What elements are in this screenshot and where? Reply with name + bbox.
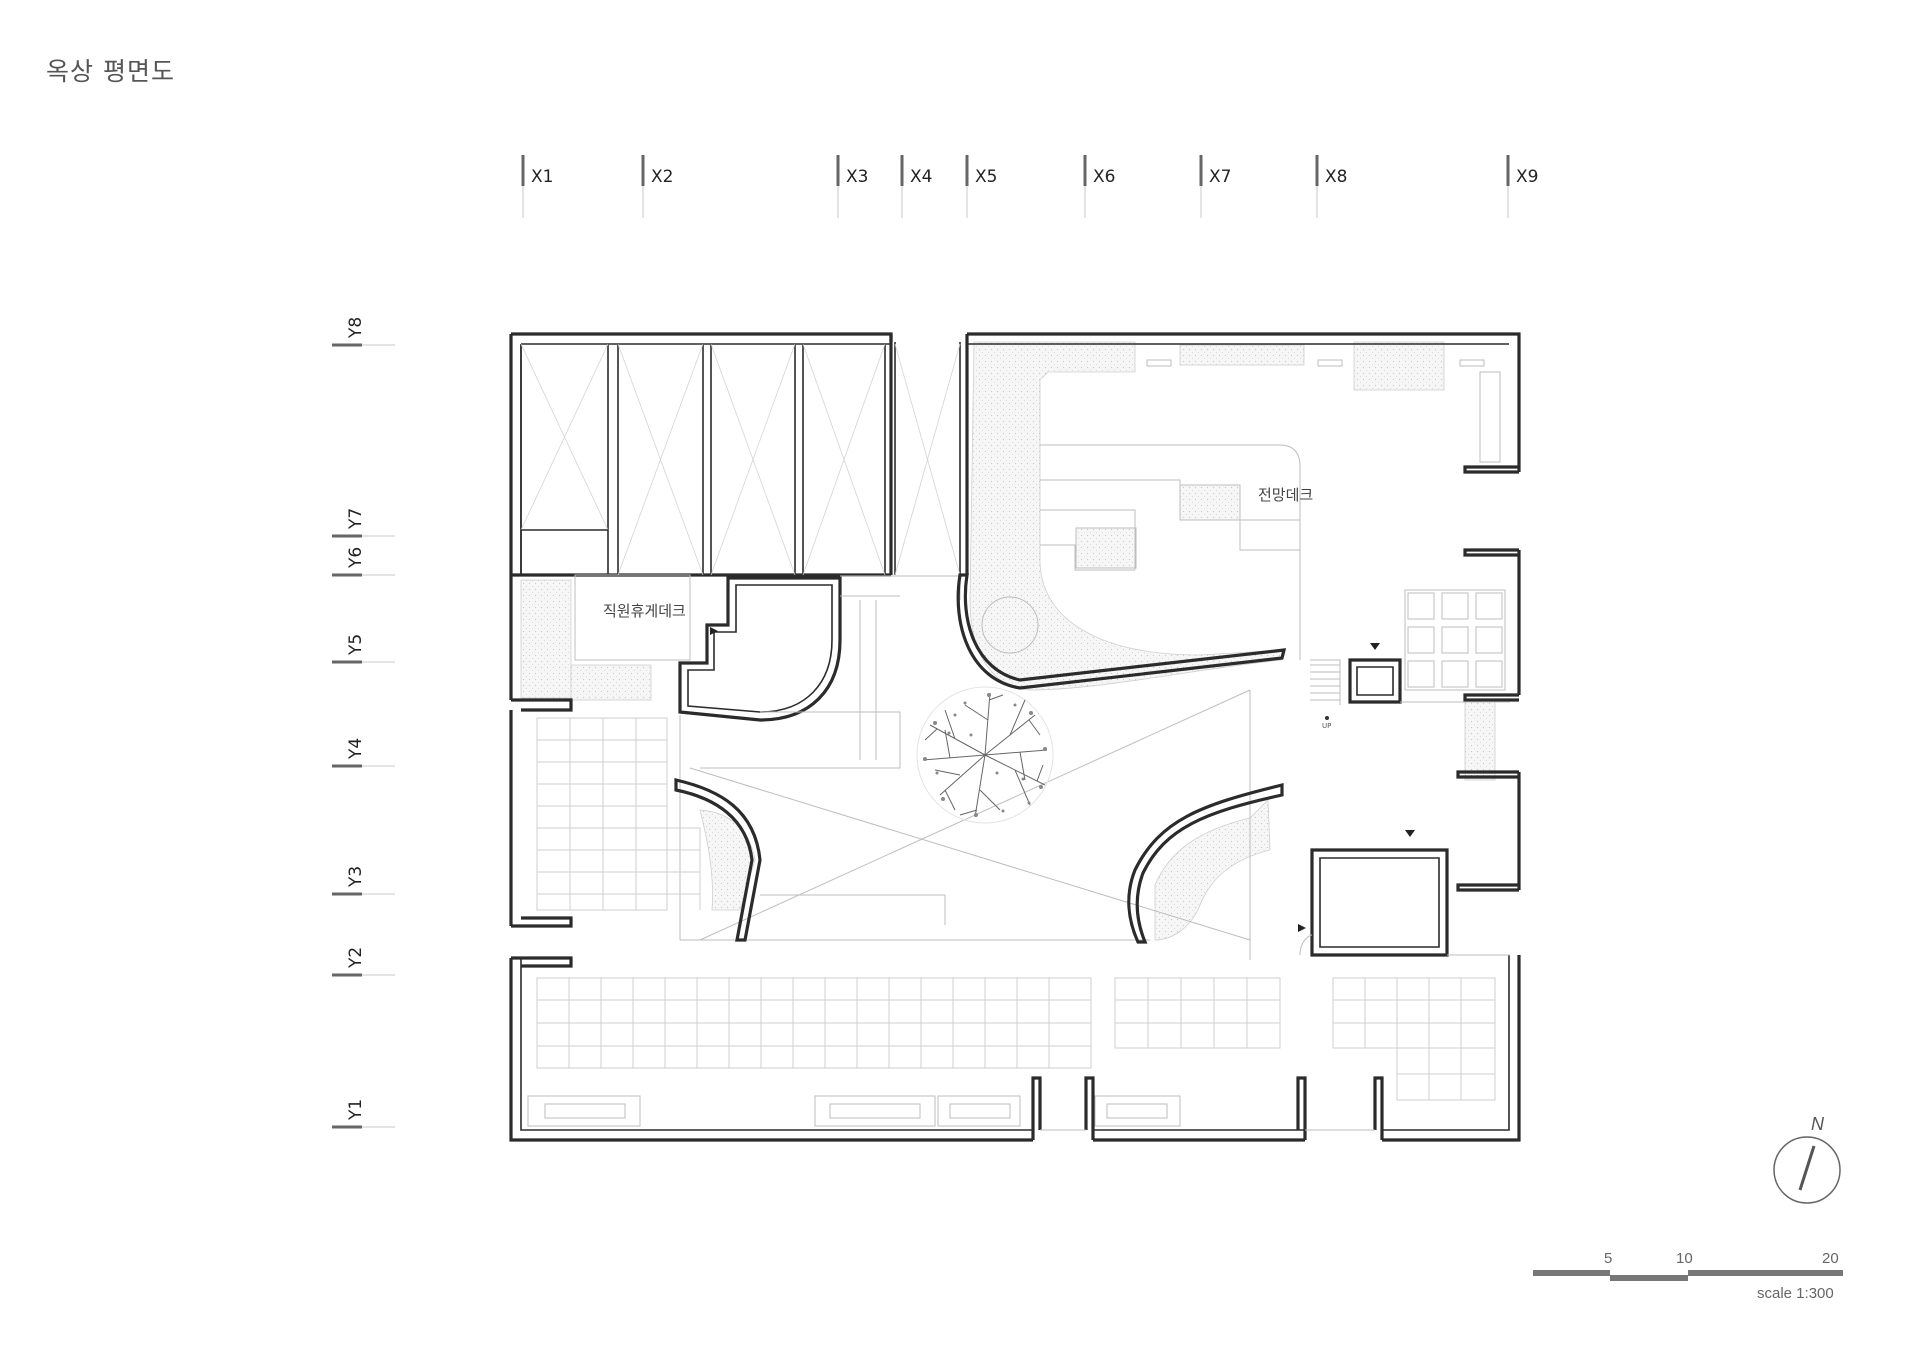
grid-x4: X4 [900,155,932,218]
view-deck-label: 전망데크 [1258,486,1313,504]
west-curved-paving [699,809,756,911]
planter-circle [981,596,1039,654]
y-grid-markers: Y1 Y2 Y3 Y4 Y5 Y6 Y7 Y8 [332,317,395,1129]
skylight-grid [1404,589,1506,691]
south-planters [527,1076,1384,1140]
staff-deck-label: 직원휴게데크 [603,602,686,620]
entry-arrow-icon [1405,830,1415,837]
scale-bar: 5 10 20 scale 1:300 [1533,1250,1843,1302]
grid-x8-label: X8 [1325,167,1347,187]
entry-arrow-icon [1370,643,1380,650]
grid-y7-label: Y7 [346,508,366,530]
north-label: N [1811,1114,1825,1134]
west-grid-block [511,698,701,968]
grid-y8-label: Y8 [346,317,366,339]
grid-x2: X2 [641,155,673,218]
scale-tick-10: 10 [1676,1250,1693,1267]
grid-x7-label: X7 [1209,167,1231,187]
staff-deck-outline [574,574,691,661]
grid-x9-label: X9 [1516,167,1538,187]
grid-x4-label: X4 [910,167,932,187]
courtyard-east-curved-wall [1127,782,1284,944]
east-curved-paving [1154,799,1271,941]
scale-tick-5: 5 [1604,1250,1612,1267]
x-grid-markers: X1 X2 X3 X4 X5 X6 X7 X8 X9 [521,155,1538,218]
kiosk-wall [678,576,842,722]
deck-step-paving [1075,527,1137,569]
north-paving-2 [1179,344,1305,366]
deck-step-paving-2 [1179,484,1241,521]
view-deck-curved-paving [969,341,1285,691]
grid-y1: Y1 [332,1099,395,1129]
north-arrow: N [1773,1114,1841,1204]
view-deck-area: 전망데크 UP [956,359,1519,892]
entry-arrow-icon [1298,924,1306,932]
grid-y5: Y5 [332,634,395,664]
grid-x2-label: X2 [651,167,673,187]
grid-x6: X6 [1083,155,1115,218]
page-title: 옥상 평면도 [46,57,175,86]
north-arrow-needle-icon [1798,1145,1816,1191]
scale-label: scale 1:300 [1757,1285,1834,1302]
grid-y6: Y6 [332,547,395,577]
grid-x7: X7 [1199,155,1231,218]
stair-up-label: UP [1322,722,1331,730]
grid-x3: X3 [836,155,868,218]
grid-y3-label: Y3 [346,866,366,888]
grid-y8: Y8 [332,317,395,347]
scale-tick-20: 20 [1822,1250,1839,1267]
grid-y2-label: Y2 [346,947,366,969]
grid-x1: X1 [521,155,553,218]
paving-zones [520,341,1496,941]
grid-x8: X8 [1315,155,1347,218]
south-grid-block [536,977,1496,1101]
grid-x5-label: X5 [975,167,997,187]
grid-x1-label: X1 [531,167,553,187]
east-paving [1464,699,1496,781]
grid-y4-label: Y4 [346,738,366,760]
stair-core: UP [1310,643,1510,730]
entry-arrow-icon [710,627,718,635]
grid-y5-label: Y5 [346,634,366,656]
grid-x9: X9 [1506,155,1538,218]
west-deck-paving-2 [570,664,652,701]
grid-y1-label: Y1 [346,1099,366,1121]
tree-icon [916,686,1054,824]
grid-y3: Y3 [332,866,395,896]
grid-y4: Y4 [332,738,395,768]
north-bays [511,334,969,577]
grid-x6-label: X6 [1093,167,1115,187]
grid-x3-label: X3 [846,167,868,187]
north-paving [1353,341,1445,391]
grid-y2: Y2 [332,947,395,977]
staff-deck-area: 직원휴게데크 [574,574,961,722]
view-deck-boundary-wall [956,573,1287,690]
grid-y6-label: Y6 [346,547,366,569]
grid-x5: X5 [965,155,997,218]
west-deck-paving [520,579,572,699]
courtyard-west-curved-wall [674,777,762,942]
grid-y7: Y7 [332,508,395,538]
southeast-core [1298,830,1510,957]
